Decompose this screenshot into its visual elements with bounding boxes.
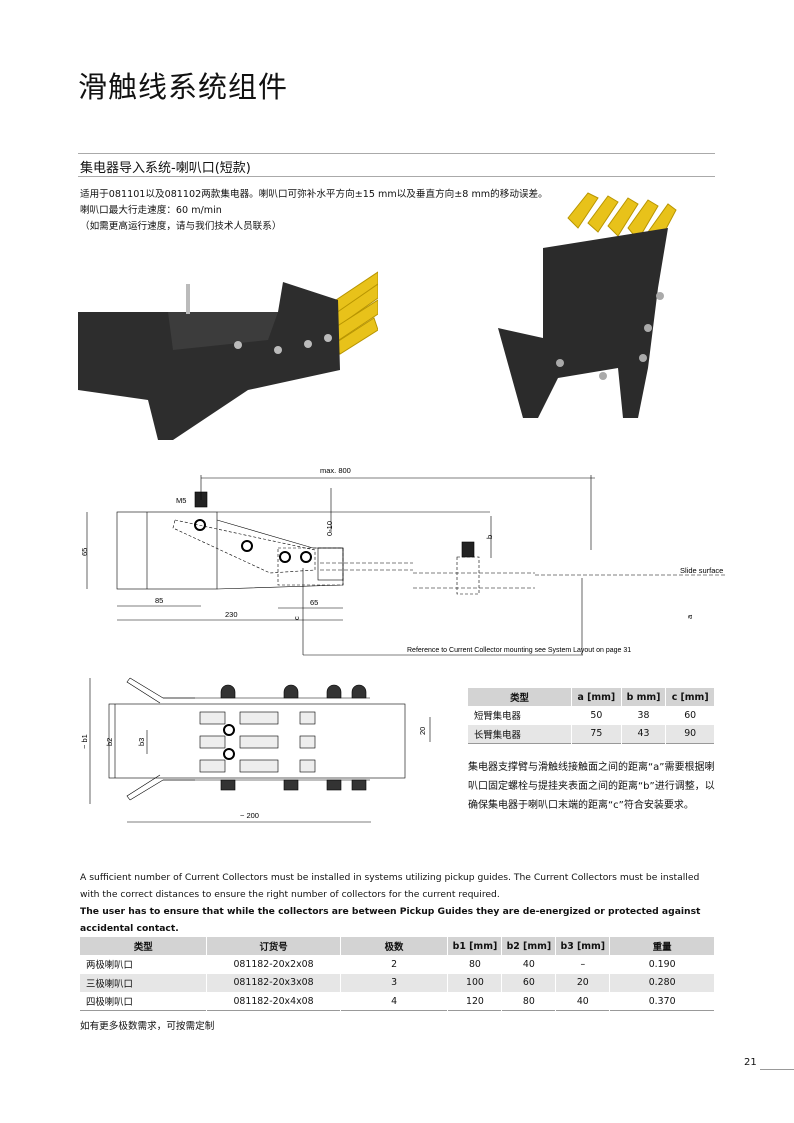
cell: 0.190 xyxy=(609,955,715,974)
header: c [mm] xyxy=(665,688,715,706)
dim-65-height: 65 xyxy=(80,548,89,556)
dim-c: c xyxy=(292,616,301,620)
cell: 100 xyxy=(447,973,503,992)
divider xyxy=(78,176,715,177)
dim-b2: b2 xyxy=(105,738,114,746)
cell: 75 xyxy=(571,724,622,743)
cell: 43 xyxy=(621,724,667,743)
cell: 80 xyxy=(501,992,557,1011)
intro-text: 适用于081101以及081102两款集电器。喇叭口可弥补水平方向±15 mm以… xyxy=(80,187,548,235)
cell: 120 xyxy=(447,992,503,1011)
dim-b1: ~ b1 xyxy=(80,734,89,749)
header: 类型 xyxy=(468,688,573,706)
page-title: 滑触线系统组件 xyxy=(78,70,289,104)
header: a [mm] xyxy=(571,688,622,706)
divider xyxy=(78,153,715,154)
english-text: A sufficient number of Current Collector… xyxy=(80,869,720,937)
side-view-drawing: max. 800 M5 65 0-10 b Slide surface 85 2… xyxy=(80,466,725,656)
dim-max-800: max. 800 xyxy=(320,466,351,475)
cell: 50 xyxy=(571,706,622,725)
page-number: 21 xyxy=(744,1057,757,1068)
cell: – xyxy=(555,955,611,974)
dim-b3: b3 xyxy=(137,738,146,746)
header: 重量 xyxy=(609,937,715,955)
header: 类型 xyxy=(80,937,208,955)
cell: 90 xyxy=(665,724,715,743)
dim-230: 230 xyxy=(225,610,238,619)
cell: 三极喇叭口 xyxy=(80,973,208,992)
dim-20: 20 xyxy=(418,727,427,735)
dim-200: ~ 200 xyxy=(240,811,259,820)
cell: 0.280 xyxy=(609,973,715,992)
header: 订货号 xyxy=(206,937,341,955)
cell: 3 xyxy=(340,973,449,992)
paragraph: The user has to ensure that while the co… xyxy=(80,906,701,934)
top-view-drawing: ~ b1 b2 b3 20 ~ 200 xyxy=(80,677,431,823)
dim-0-10: 0-10 xyxy=(325,521,334,536)
cell: 20 xyxy=(555,973,611,992)
header: b1 [mm] xyxy=(447,937,503,955)
cell: 4 xyxy=(340,992,449,1011)
header: 极数 xyxy=(340,937,449,955)
intro-line: （如需更高运行速度，请与我们技术人员联系） xyxy=(80,221,282,232)
footnote: 如有更多极数需求，可按需定制 xyxy=(80,1021,215,1032)
cell: 081182-20x4x08 xyxy=(206,992,341,1011)
product-photo-front xyxy=(498,192,677,418)
label-slide-surface: Slide surface xyxy=(680,566,723,575)
cell: 60 xyxy=(665,706,715,725)
intro-line: 喇叭口最大行走速度：60 m/min xyxy=(80,205,222,216)
cell: 60 xyxy=(501,973,557,992)
paragraph: A sufficient number of Current Collector… xyxy=(80,872,700,900)
intro-line: 适用于081101以及081102两款集电器。喇叭口可弥补水平方向±15 mm以… xyxy=(80,189,548,200)
cell: 四极喇叭口 xyxy=(80,992,208,1011)
cell: 两极喇叭口 xyxy=(80,955,208,974)
dim-a: a xyxy=(685,614,694,619)
page-number-rule xyxy=(760,1069,794,1070)
cell: 长臂集电器 xyxy=(468,724,573,743)
dim-85: 85 xyxy=(155,596,163,605)
cell: 0.370 xyxy=(609,992,715,1011)
distance-note: 集电器支撑臂与滑触线接触面之间的距离“a”需要根据喇叭口固定螺栓与提挂夹表面之间… xyxy=(468,762,715,811)
cell: 短臂集电器 xyxy=(468,706,573,725)
cell: 081182-20x2x08 xyxy=(206,955,341,974)
section-heading: 集电器导入系统-喇叭口(短款) xyxy=(80,161,251,176)
dim-65: 65 xyxy=(310,598,318,607)
header: b2 [mm] xyxy=(501,937,557,955)
cell: 40 xyxy=(501,955,557,974)
cell: 2 xyxy=(340,955,449,974)
cell: 081182-20x3x08 xyxy=(206,973,341,992)
label-m5: M5 xyxy=(176,496,186,505)
cell: 40 xyxy=(555,992,611,1011)
cell: 38 xyxy=(621,706,667,725)
reference-note: Reference to Current Collector mounting … xyxy=(407,647,631,654)
cell: 80 xyxy=(447,955,503,974)
header: b mm] xyxy=(621,688,667,706)
product-photo-side xyxy=(78,271,378,440)
header: b3 [mm] xyxy=(555,937,611,955)
dim-b: b xyxy=(485,535,494,539)
